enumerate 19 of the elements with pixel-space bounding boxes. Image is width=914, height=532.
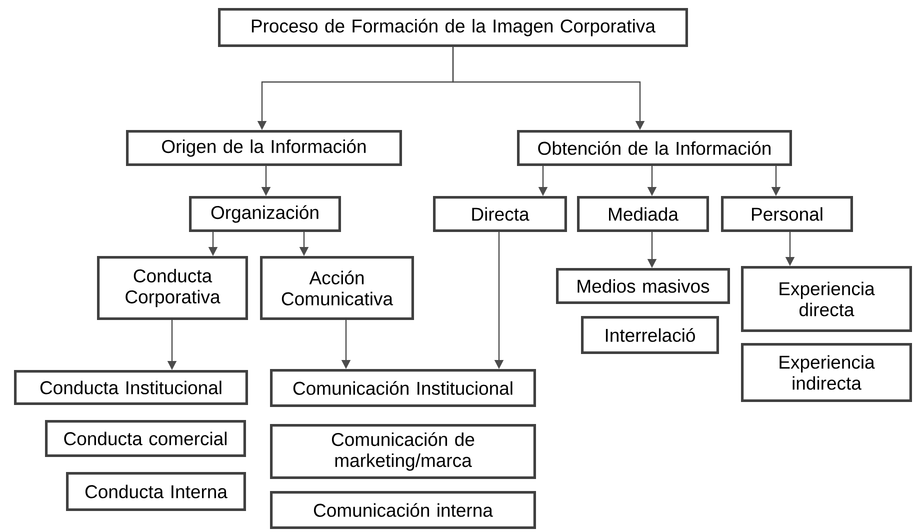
- box: Mediada: [577, 196, 709, 232]
- box: Comunicación de marketing/marca: [270, 424, 536, 479]
- box: Comunicación Institucional: [270, 368, 536, 407]
- box: Organización: [189, 196, 341, 232]
- box: Experiencia directa: [741, 266, 912, 332]
- box: Acción Comunicativa: [260, 256, 414, 320]
- box: Interrelació: [581, 316, 719, 354]
- box: Conducta Interna: [66, 472, 246, 511]
- box: Origen de la Información: [126, 130, 402, 166]
- box: Conducta Corporativa: [97, 256, 248, 320]
- box: Experiencia indirecta: [741, 342, 912, 402]
- box: Proceso de Formación de la Imagen Corporativa: [218, 8, 688, 47]
- box: Conducta Institucional: [14, 370, 248, 405]
- box: Personal: [721, 196, 853, 232]
- box: Medios masivos: [556, 268, 730, 304]
- box: Conducta comercial: [45, 420, 246, 457]
- box: Directa: [433, 196, 567, 232]
- box: Obtención de la Información: [517, 130, 792, 166]
- box: Comunicación interna: [270, 490, 536, 529]
